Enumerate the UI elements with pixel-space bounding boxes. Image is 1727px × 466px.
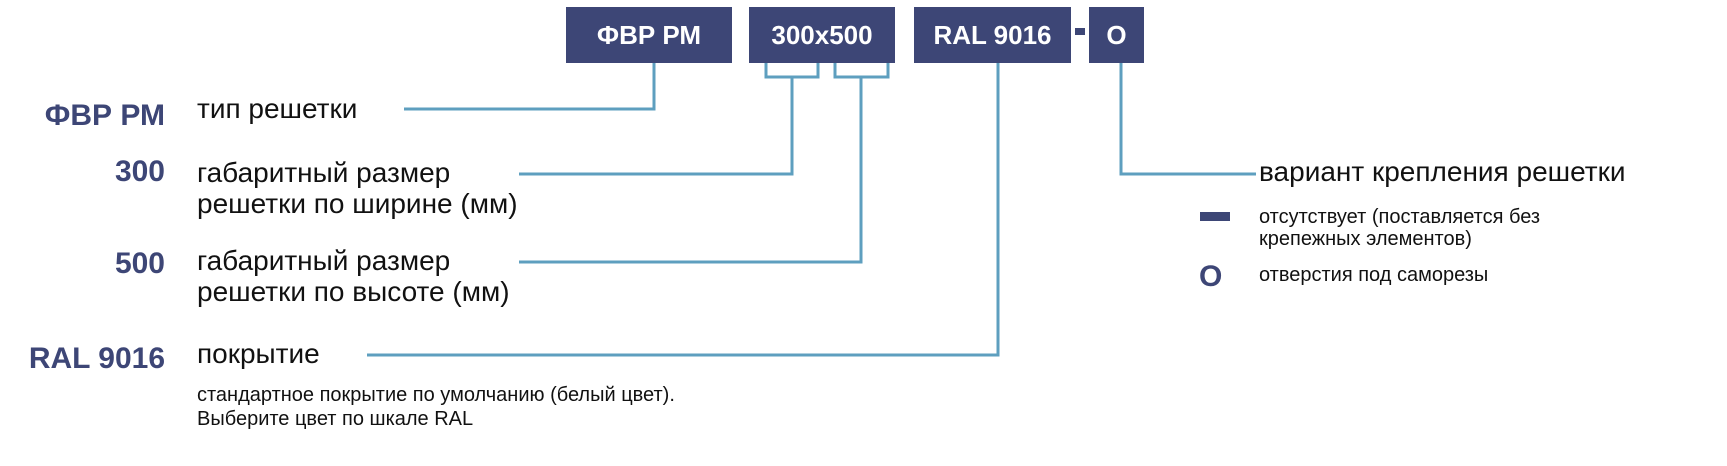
label-width-line2: решетки по ширине (мм) (197, 188, 518, 219)
label-width-line1: габаритный размер (197, 157, 451, 188)
connector-type (404, 63, 656, 111)
size-code-box: 300x500 (749, 7, 895, 63)
mount-code-box: О (1089, 7, 1144, 63)
row-code-height: 500 (114, 247, 165, 280)
row-code-type: ФВР РМ (44, 99, 165, 132)
type-code-box: ФВР РМ (566, 7, 732, 63)
coating-note-line1: стандартное покрытие по умолчанию (белый… (197, 384, 675, 406)
mount-code-text: О (1106, 19, 1127, 50)
bracket-width (764, 63, 820, 79)
label-coating: покрытие (197, 338, 320, 369)
row-code-width: 300 (114, 155, 165, 188)
label-type: тип решетки (197, 93, 358, 124)
option-holes-text: отверстия под саморезы (1259, 264, 1489, 286)
option-dash-mark (1200, 212, 1230, 221)
option-none-line1: отсутствует (поставляется без (1259, 206, 1541, 228)
option-o-mark: О (1199, 260, 1223, 293)
label-height-line2: решетки по высоте (мм) (197, 276, 510, 307)
ral-code-text: RAL 9016 (933, 19, 1052, 50)
ral-code-box: RAL 9016 (914, 7, 1071, 63)
code-separator-dash (1075, 28, 1085, 35)
connector-ral (367, 63, 1000, 357)
connector-height (519, 77, 863, 264)
bracket-height (833, 63, 890, 79)
coating-note-line2: Выберите цвет по шкале RAL (197, 408, 474, 430)
connector-mount (1119, 63, 1256, 176)
option-none-line2: крепежных элементов) (1259, 228, 1472, 250)
label-height-line1: габаритный размер (197, 245, 451, 276)
size-code-text: 300x500 (771, 19, 873, 50)
type-code-text: ФВР РМ (596, 19, 702, 50)
connector-width (519, 77, 794, 176)
mounting-title: вариант крепления решетки (1259, 156, 1626, 187)
row-code-ral: RAL 9016 (28, 342, 165, 375)
